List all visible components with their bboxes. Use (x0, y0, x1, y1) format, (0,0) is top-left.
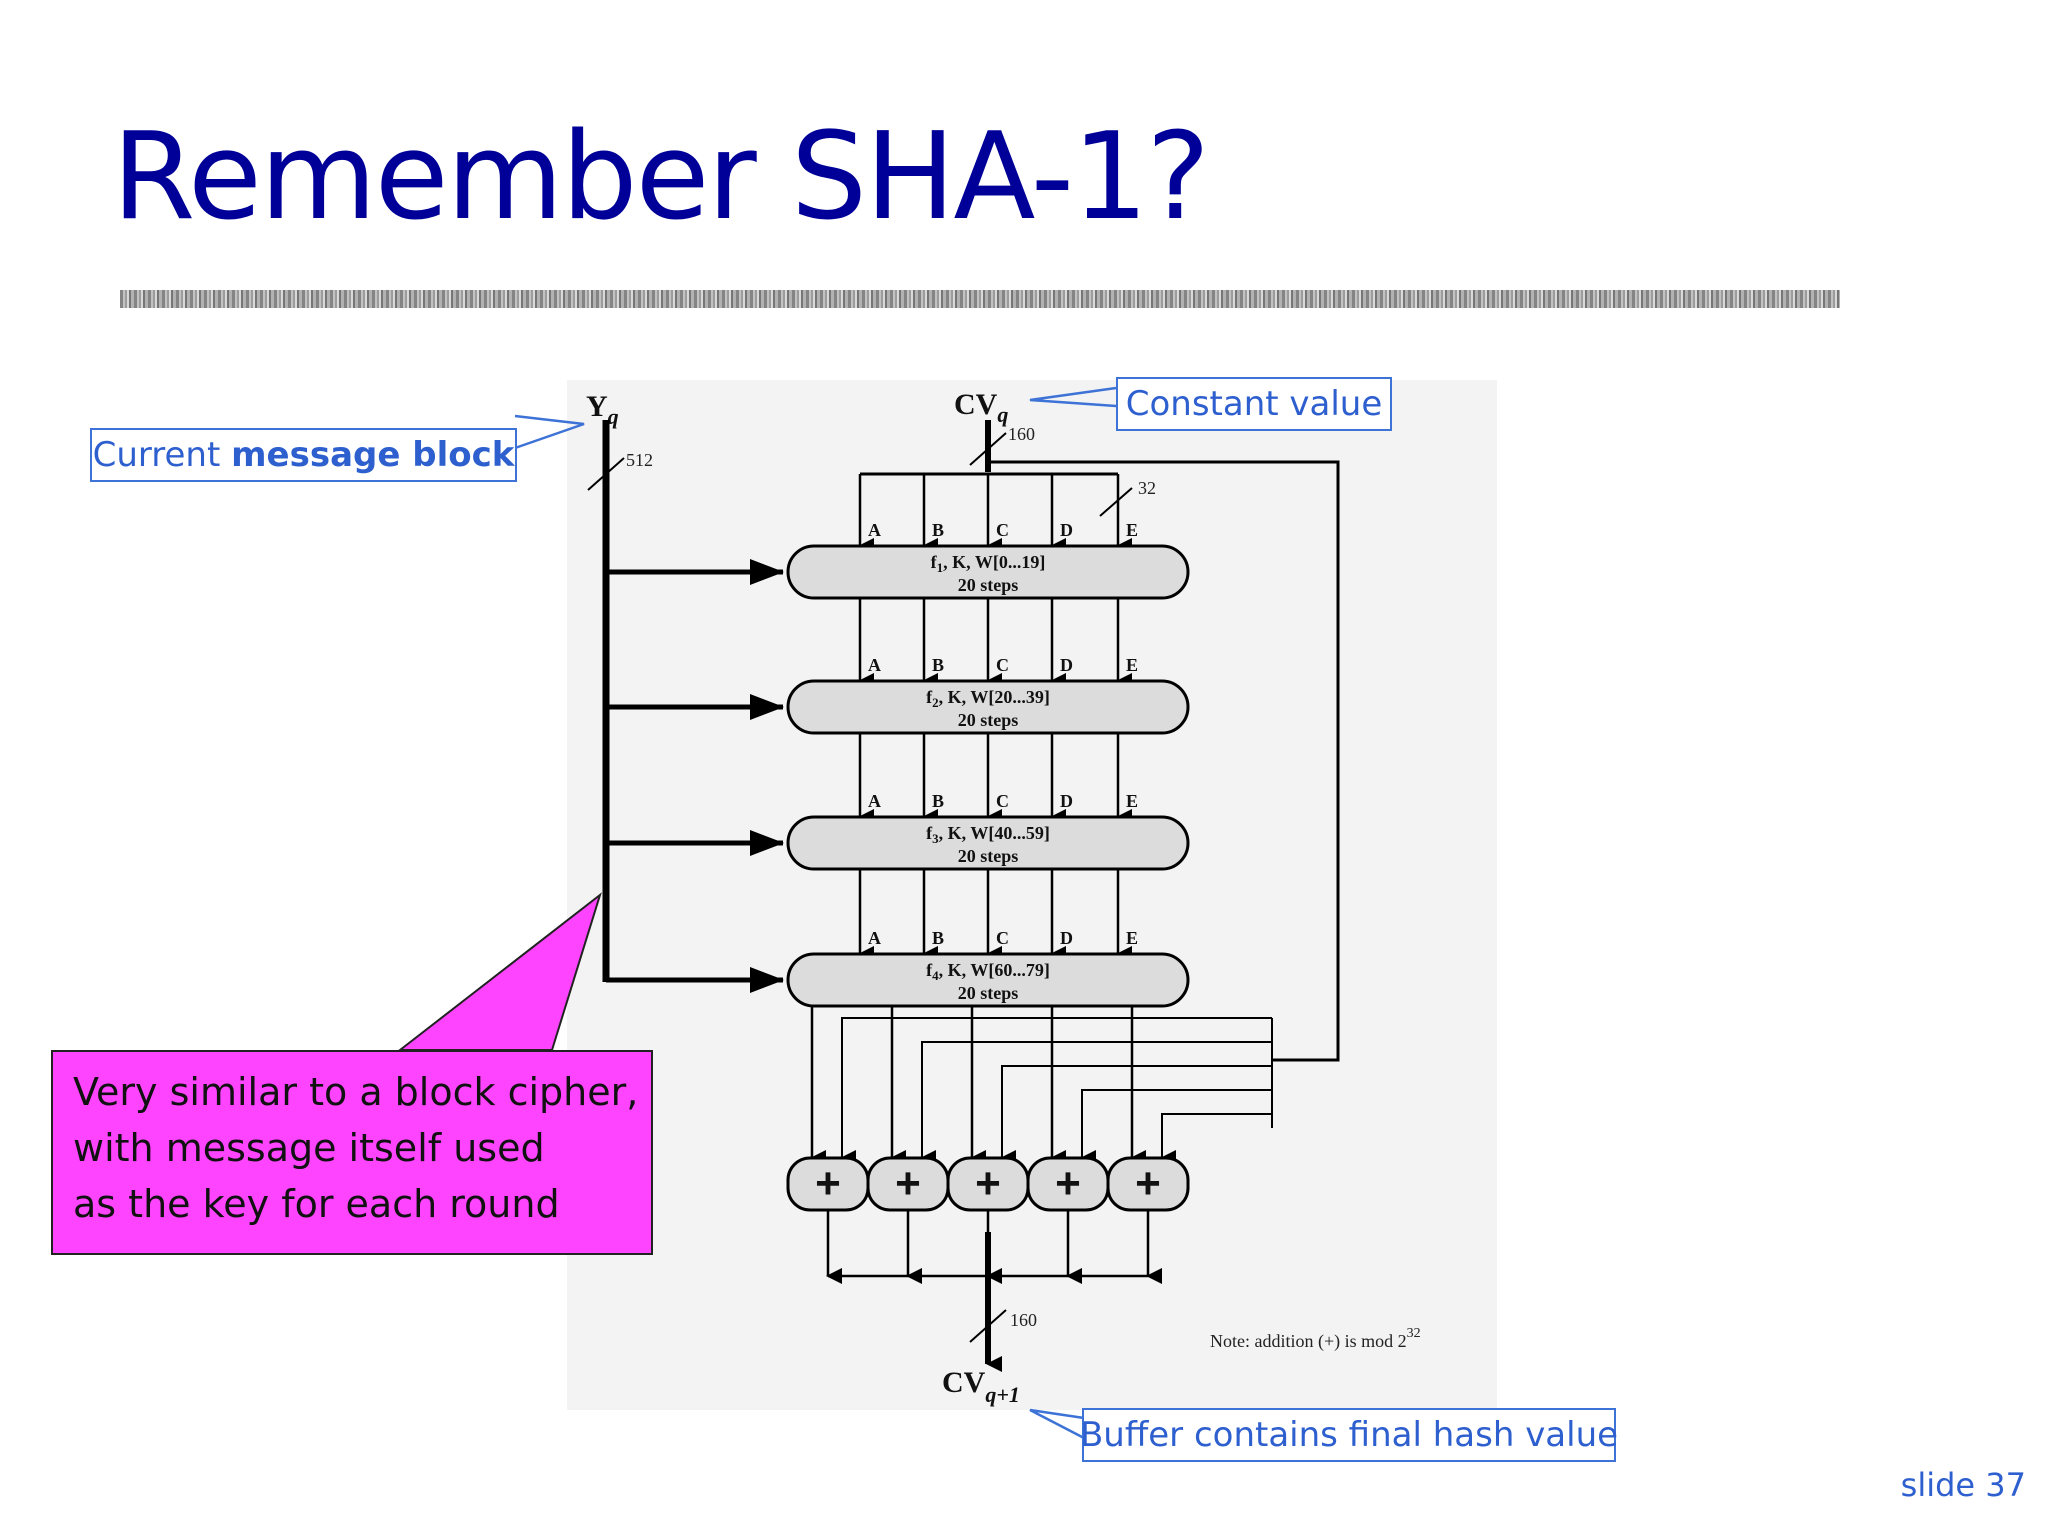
register-label-b: B (932, 791, 944, 811)
register-label-d: D (1060, 520, 1073, 540)
plus-icon: + (815, 1159, 841, 1208)
final-hash-callout: Buffer contains final hash value (1080, 1408, 1618, 1462)
message-block-callout: Current message block (90, 428, 517, 482)
cv-width-tick (969, 432, 1007, 466)
register-label-b: B (932, 520, 944, 540)
register-label-d: D (1060, 791, 1073, 811)
round-function-label: f1, K, W[0...19] (931, 552, 1046, 575)
round-box (786, 952, 1190, 1008)
message-block-bold: message block (231, 435, 515, 475)
plus-icon: + (1135, 1159, 1161, 1208)
width-32-label: 32 (1138, 478, 1156, 498)
plus-icon: + (895, 1159, 921, 1208)
register-label-e: E (1126, 791, 1138, 811)
register-label-a: A (868, 655, 881, 675)
register-label-b: B (932, 928, 944, 948)
input-label: Yq (586, 390, 619, 429)
round-function-label: f4, K, W[60...79] (926, 960, 1050, 983)
feedforward-arrow (1160, 1113, 1272, 1166)
diagram-background (567, 380, 1497, 1410)
round-function-label: f3, K, W[40...59] (926, 823, 1050, 846)
plus-icon: + (1055, 1159, 1081, 1208)
constant-callout-pointer (1029, 386, 1117, 408)
register-label-e: E (1126, 520, 1138, 540)
plus-icon: + (975, 1159, 1001, 1208)
mod-note: Note: addition (+) is mod 232 (1210, 1326, 1421, 1352)
register-label-b: B (932, 655, 944, 675)
feedback-loop (988, 460, 1340, 1062)
register-label-d: D (1060, 928, 1073, 948)
feedforward-arrow (1000, 1065, 1272, 1166)
title-divider (120, 290, 1840, 308)
feedforward-arrow (920, 1041, 1272, 1166)
register-label-e: E (1126, 655, 1138, 675)
register-label-e: E (1126, 928, 1138, 948)
round-steps-label: 20 steps (958, 710, 1019, 730)
register-label-a: A (868, 520, 881, 540)
output-label: CVq+1 (942, 1366, 1020, 1407)
note-line-1: Very similar to a block cipher, (73, 1070, 639, 1114)
note-line-3: as the key for each round (73, 1182, 560, 1226)
block-cipher-note: Very similar to a block cipher, with mes… (51, 1050, 653, 1255)
register-label-c: C (996, 928, 1009, 948)
hash-callout-pointer (1029, 1408, 1085, 1440)
register-label-a: A (868, 928, 881, 948)
round-steps-label: 20 steps (958, 846, 1019, 866)
width-160-out-label: 160 (1010, 1310, 1037, 1330)
reg-width-tick (1099, 487, 1133, 517)
slide-title: Remember SHA-1? (112, 108, 1210, 247)
round-steps-label: 20 steps (958, 983, 1019, 1003)
register-label-a: A (868, 791, 881, 811)
output-width-tick (969, 1309, 1007, 1343)
width-512-label: 512 (626, 450, 653, 470)
round-steps-label: 20 steps (958, 575, 1019, 595)
message-block-prefix: Current (92, 435, 232, 475)
register-label-c: C (996, 520, 1009, 540)
round-function-label: f2, K, W[20...39] (926, 687, 1050, 710)
bus-width-tick (587, 457, 625, 491)
feedforward-arrow (1080, 1089, 1272, 1166)
register-label-d: D (1060, 655, 1073, 675)
register-label-c: C (996, 791, 1009, 811)
width-160-in-label: 160 (1008, 424, 1035, 444)
register-label-c: C (996, 655, 1009, 675)
message-callout-pointer (514, 414, 585, 450)
feedforward-arrow (840, 1017, 1272, 1166)
slide-number: slide 37 (1900, 1466, 2026, 1504)
cv-input-label: CVq (954, 388, 1008, 427)
constant-value-callout: Constant value (1116, 377, 1392, 431)
note-line-2: with message itself used (73, 1126, 545, 1170)
